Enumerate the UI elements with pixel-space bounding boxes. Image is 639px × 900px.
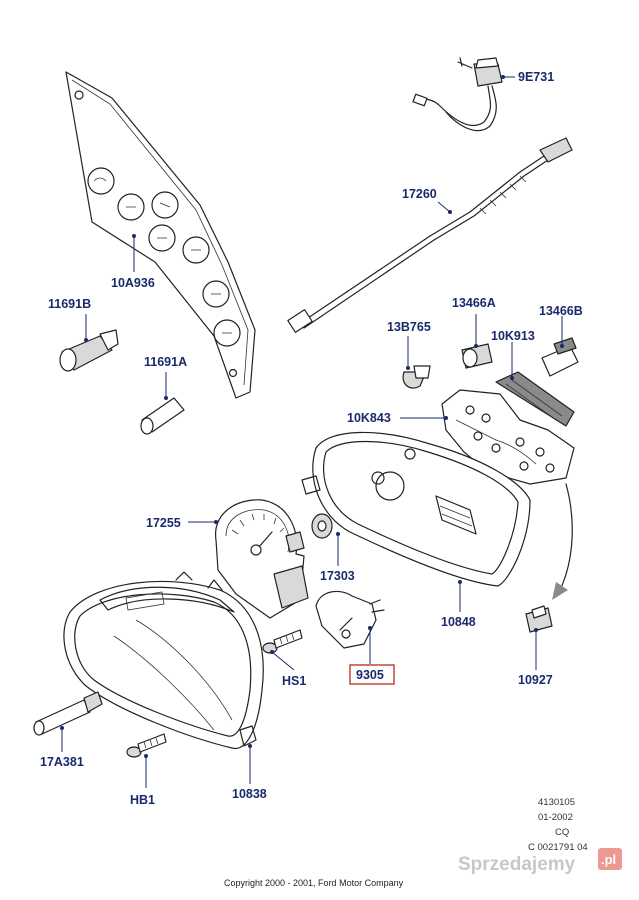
reference-line-1: 4130105 (538, 797, 575, 808)
label-10K843: 10K843 (347, 411, 391, 425)
label-17255: 17255 (146, 516, 181, 530)
cluster-housing-10848 (301, 431, 531, 587)
bushing-17303 (311, 513, 333, 539)
label-HB1: HB1 (130, 793, 155, 807)
label-17A381: 17A381 (40, 755, 84, 769)
bulb-11691A (140, 397, 185, 435)
label-10927: 10927 (518, 673, 553, 687)
watermark-text: Sprzedajemy (458, 854, 576, 875)
watermark-suffix: .pl (601, 852, 616, 867)
copyright-text: Copyright 2000 - 2001, Ford Motor Compan… (224, 878, 404, 888)
reference-line-3: CQ (555, 827, 569, 838)
watermark-badge (598, 848, 622, 870)
screw-HS1 (262, 629, 303, 654)
bulb-holder-13466A (461, 343, 493, 369)
label-17260: 17260 (402, 187, 437, 201)
bulb-13B765 (402, 365, 431, 389)
bulb-holder-13466B (541, 337, 579, 377)
leader-lines (60, 75, 564, 788)
reset-button-17A381 (33, 691, 103, 736)
speedometer-cable-17260 (287, 137, 573, 333)
connector-strip-10K913 (495, 371, 575, 427)
switch-panel-plate-10A936 (65, 71, 256, 399)
switch-11691B (59, 329, 119, 372)
label-HS1: HS1 (282, 674, 306, 688)
label-10848: 10848 (441, 615, 476, 629)
label-10K913: 10K913 (491, 329, 535, 343)
label-11691B: 11691B (48, 297, 91, 311)
fuel-gauge-9305 (315, 590, 385, 649)
label-10A936: 10A936 (111, 276, 155, 290)
label-13B765: 13B765 (387, 320, 431, 334)
label-9E731: 9E731 (518, 70, 554, 84)
reference-line-2: 01-2002 (538, 812, 573, 823)
speedometer-17255 (215, 499, 309, 619)
highlight-box-9305 (349, 664, 395, 685)
label-9305: 9305 (356, 668, 384, 682)
reference-line-4: C 0021791 04 (528, 842, 588, 853)
label-11691A: 11691A (144, 355, 187, 369)
clip-10927 (525, 605, 553, 633)
direction-arrow (552, 483, 573, 600)
label-13466A: 13466A (452, 296, 496, 310)
label-13466B: 13466B (539, 304, 583, 318)
watermark: Sprzedajemy .pl (458, 848, 622, 875)
screw-HB1 (126, 733, 167, 758)
label-17303: 17303 (320, 569, 355, 583)
sensor-9E731 (412, 57, 503, 132)
label-10838: 10838 (232, 787, 267, 801)
reference-block: 4130105 01-2002 CQ C 0021791 04 (528, 797, 588, 853)
lens-bezel-10838 (63, 571, 264, 749)
